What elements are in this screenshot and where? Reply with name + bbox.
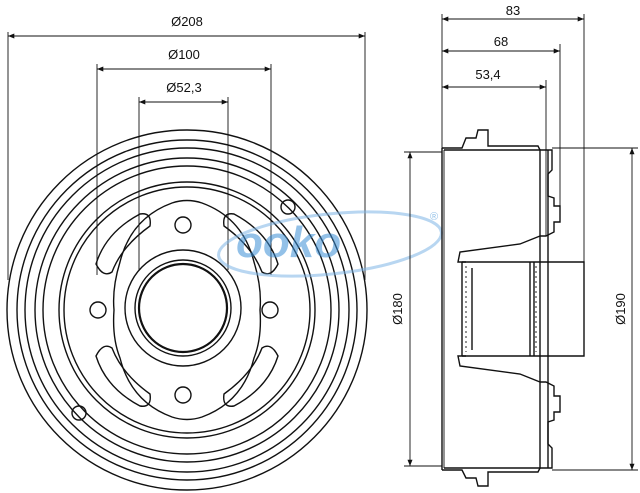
bolt-hole-top (174, 216, 192, 234)
drum-outer-edge (6, 129, 368, 491)
locating-hole-lower-left (71, 405, 87, 421)
hub-pocket-upper-left (95, 213, 151, 275)
hub-flange-outer (58, 181, 316, 439)
hub-pocket-lower-right (223, 345, 279, 407)
watermark-registered: ® (430, 211, 438, 223)
bolt-hole-left (89, 301, 107, 319)
bolt-hole-right (261, 301, 279, 319)
dim-total-height: 83 (506, 3, 520, 18)
hub-barrel (461, 261, 585, 357)
watermark-text: ooko (236, 218, 341, 267)
hub-web (457, 235, 541, 383)
drum-inner-wall (444, 149, 541, 469)
drum-ring-2 (24, 147, 350, 473)
dim-bolt-circle: Ø100 (168, 47, 200, 62)
bolt-hole-bottom (174, 386, 192, 404)
dim-height-2: 68 (494, 34, 508, 49)
dim-height-3: 53,4 (475, 67, 500, 82)
center-bore (137, 262, 229, 354)
drum-ring-3 (34, 157, 340, 463)
locating-hole-upper-right (280, 199, 296, 215)
center-bore-outer (124, 249, 242, 367)
dim-center-bore: Ø52,3 (166, 80, 201, 95)
dim-outer-ring-diameter: Ø190 (613, 293, 628, 325)
dim-braking-diameter: Ø180 (390, 293, 405, 325)
center-bore-chamfer (134, 259, 232, 357)
hub-flange-inner (63, 186, 311, 434)
section-view (441, 129, 585, 487)
section-dimensions: 83 68 53,4 Ø180 Ø190 (390, 3, 638, 471)
drum-ring-1 (16, 139, 358, 481)
hub-pocket-lower-left (95, 345, 151, 407)
front-view (6, 129, 368, 491)
drum-section-outline (441, 129, 561, 487)
front-dimensions: Ø208 Ø100 Ø52,3 (7, 14, 366, 280)
hub-scalloped-body (112, 199, 262, 421)
dim-outer-diameter: Ø208 (171, 14, 203, 29)
drum-ring-4 (42, 165, 332, 455)
